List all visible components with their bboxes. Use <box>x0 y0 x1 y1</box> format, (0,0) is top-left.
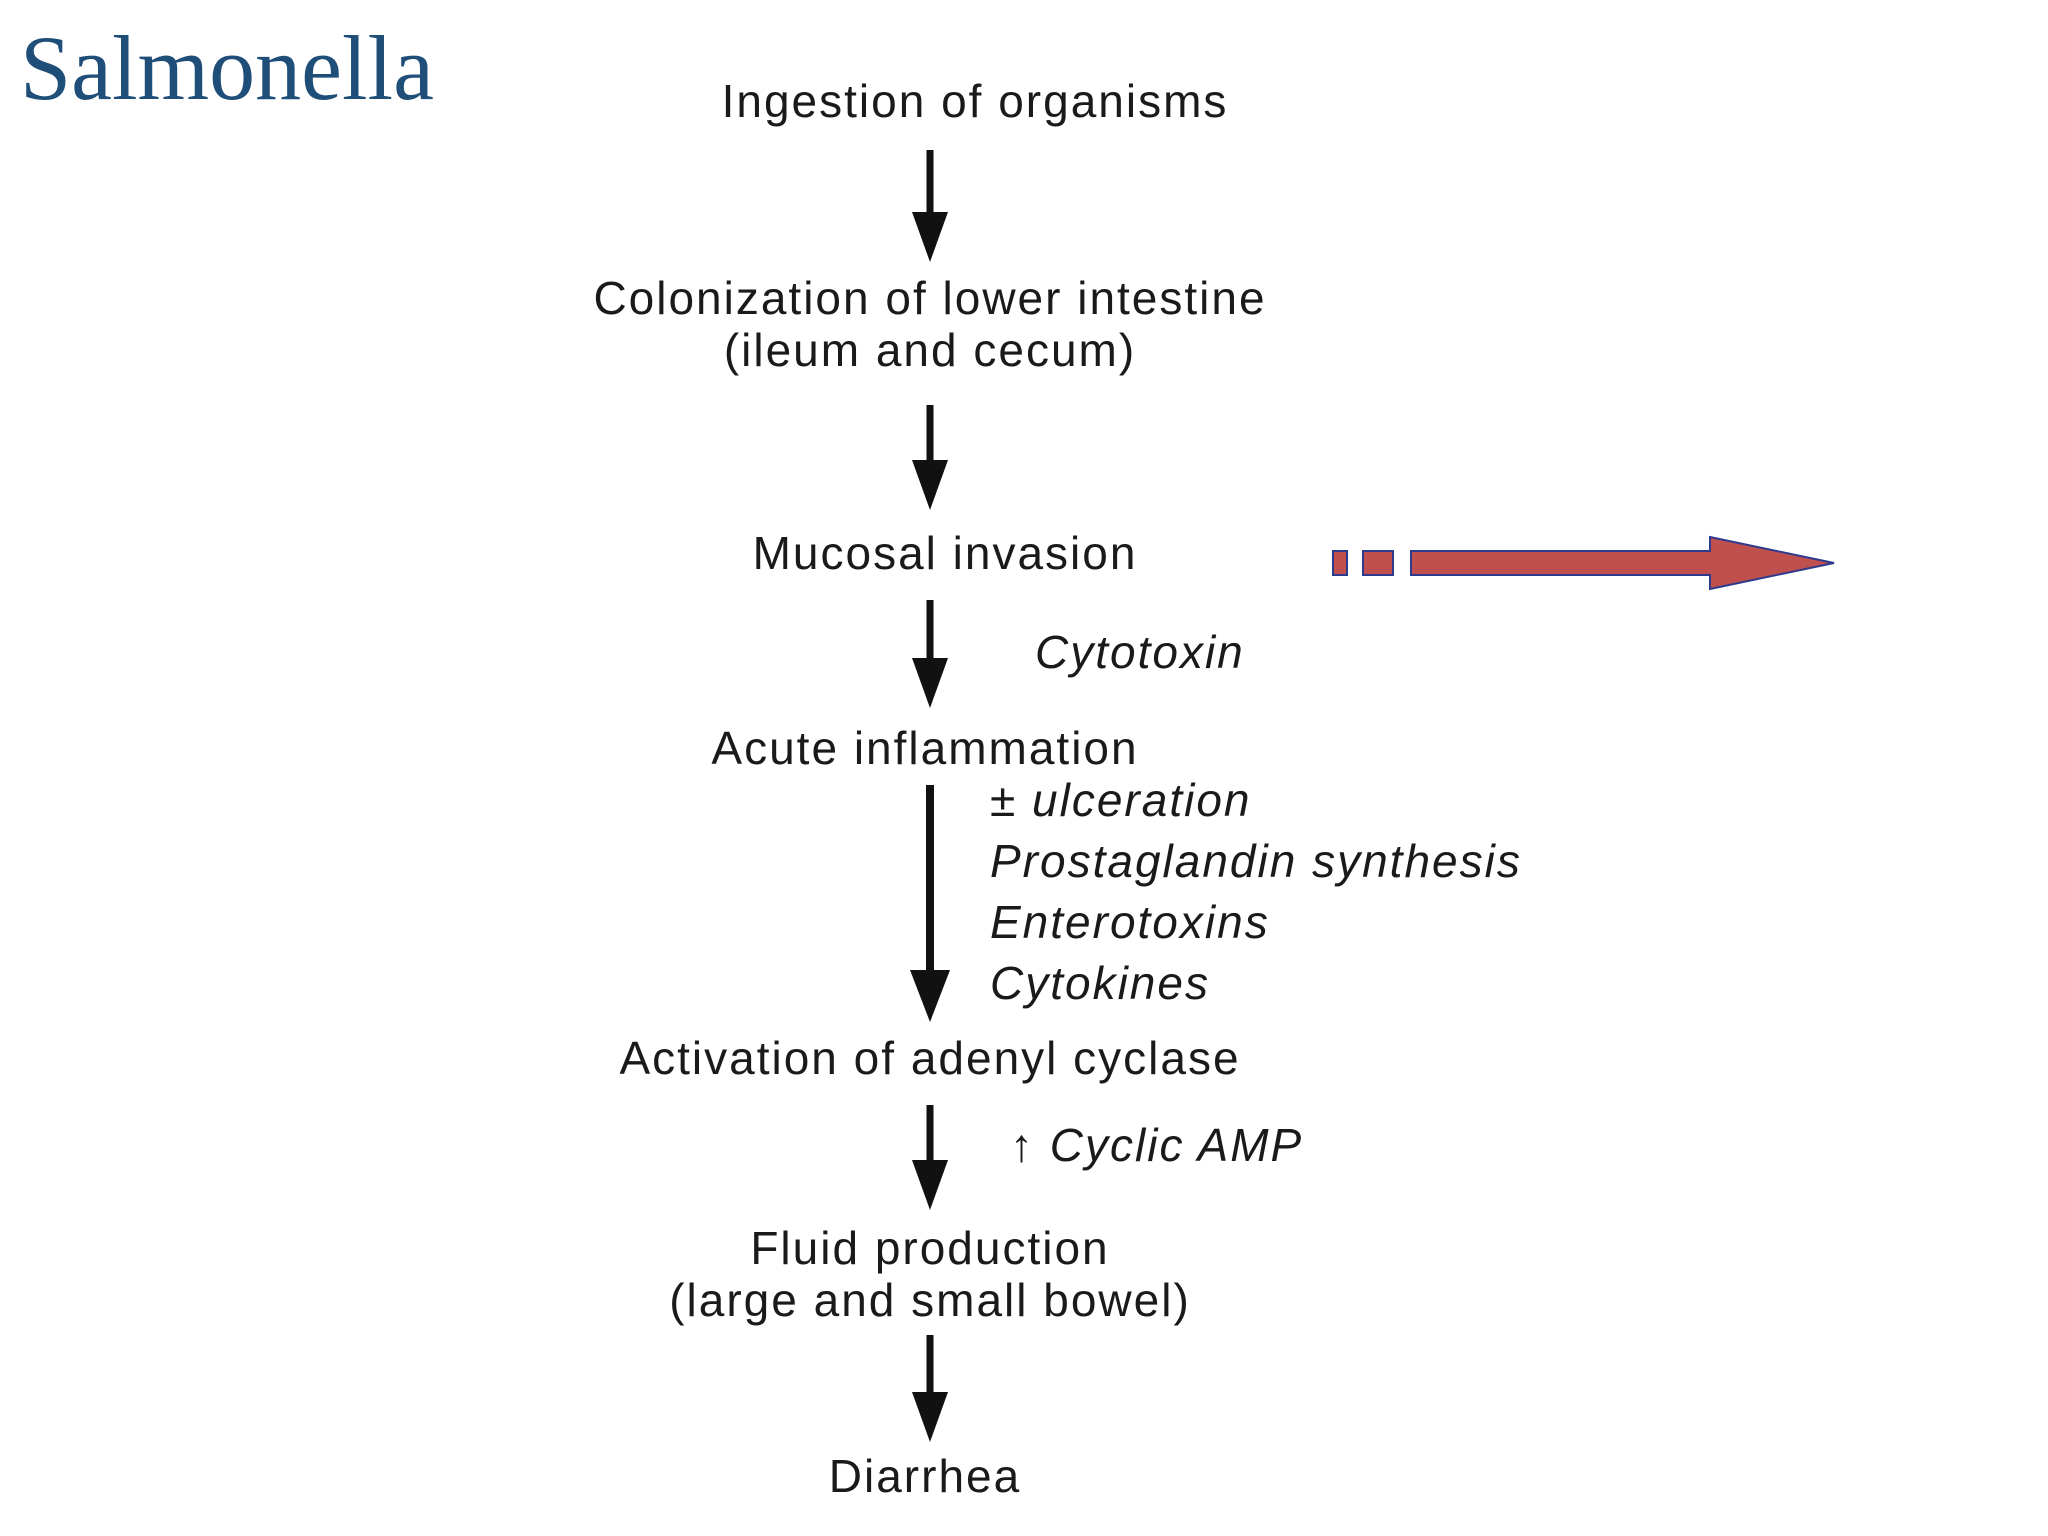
flow-arrow-5 <box>912 1105 948 1210</box>
step-fluid-production-line-1: Fluid production <box>750 1222 1110 1274</box>
note-prostaglandin: Prostaglandin synthesis <box>990 835 1522 887</box>
step-adenyl-cyclase-line-1: Activation of adenyl cyclase <box>619 1032 1241 1084</box>
note-cyclic-amp: ↑ Cyclic AMP <box>1010 1115 1303 1176</box>
step-ingestion-line-1: Ingestion of organisms <box>721 75 1229 127</box>
note-cytokines: Cytokines <box>990 957 1210 1009</box>
flow-arrow-4 <box>910 785 950 1022</box>
note-cytotoxin-text: Cytotoxin <box>1035 626 1245 678</box>
step-acute-inflammation-line-1: Acute inflammation <box>711 722 1139 774</box>
step-fluid-production-line-2: (large and small bowel) <box>669 1274 1191 1326</box>
step-ingestion: Ingestion of organisms <box>722 75 1229 127</box>
step-mucosal-invasion: Mucosal invasion <box>753 527 1138 579</box>
note-enterotoxins: Enterotoxins <box>990 896 1270 948</box>
step-colonization: Colonization of lower intestine (ileum a… <box>593 272 1266 376</box>
note-inflammation-mediators: ± ulceration Prostaglandin synthesis Ent… <box>990 770 1522 1014</box>
flow-arrow-6 <box>912 1335 948 1442</box>
slide-title: Salmonella <box>20 17 434 119</box>
flow-arrow-2 <box>912 405 948 510</box>
step-fluid-production: Fluid production (large and small bowel) <box>669 1222 1191 1326</box>
flow-arrow-1 <box>912 150 948 262</box>
note-ulceration: ± ulceration <box>990 774 1252 826</box>
pointer-arrow <box>1332 535 1835 591</box>
note-cytotoxin: Cytotoxin <box>1035 622 1245 683</box>
step-diarrhea-line-1: Diarrhea <box>828 1450 1022 1502</box>
step-mucosal-invasion-line-1: Mucosal invasion <box>752 527 1138 579</box>
step-adenyl-cyclase: Activation of adenyl cyclase <box>619 1032 1240 1084</box>
step-diarrhea: Diarrhea <box>829 1450 1021 1502</box>
step-colonization-line-2: (ileum and cecum) <box>723 324 1137 376</box>
flow-arrow-3 <box>912 600 948 708</box>
step-acute-inflammation: Acute inflammation <box>711 722 1138 774</box>
step-colonization-line-1: Colonization of lower intestine <box>593 272 1267 324</box>
note-cyclic-amp-text: ↑ Cyclic AMP <box>1010 1119 1304 1171</box>
